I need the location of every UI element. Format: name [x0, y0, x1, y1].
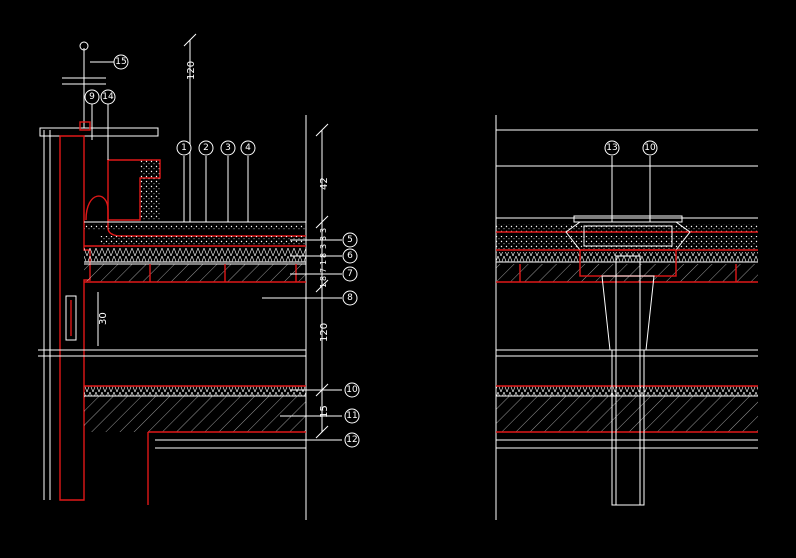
callout-bubble-7: 7	[342, 266, 358, 282]
callout-bubble-10: 10	[344, 382, 360, 398]
svg-text:2: 2	[203, 143, 209, 153]
dim-right-c-label: 15	[319, 405, 330, 418]
svg-text:8: 8	[319, 253, 328, 258]
callout-bubble-13: 13	[604, 140, 620, 156]
svg-text:15: 15	[115, 57, 126, 67]
svg-text:11: 11	[346, 411, 357, 421]
callout-bubble-1: 1	[176, 140, 192, 156]
svg-text:10: 10	[346, 385, 358, 395]
svg-text:3: 3	[319, 228, 328, 233]
left-section-detail: 120 42 120 15 30	[38, 33, 342, 520]
svg-text:3: 3	[319, 244, 328, 249]
svg-text:7: 7	[347, 269, 353, 279]
svg-text:3: 3	[319, 236, 328, 241]
callout-bubble-5: 5	[342, 232, 358, 248]
dim-right-a-label: 42	[319, 177, 330, 190]
svg-text:14: 14	[102, 92, 114, 102]
callout-bubble-11: 11	[344, 408, 360, 424]
callout-bubble-15: 15	[113, 54, 129, 70]
callout-bubble-4: 4	[240, 140, 256, 156]
callout-bubble-9: 9	[84, 89, 100, 105]
callout-bubble-8: 8	[342, 290, 358, 306]
svg-text:1: 1	[319, 260, 328, 265]
callout-bubble-3: 3	[220, 140, 236, 156]
svg-text:1: 1	[319, 283, 328, 288]
svg-text:5: 5	[347, 235, 353, 245]
small-dimensions: 3 3 3 8 1 7 8 1	[319, 228, 328, 288]
callout-bubble-2: 2	[198, 140, 214, 156]
svg-text:8: 8	[319, 276, 328, 281]
callout-bubble-6: 6	[342, 248, 358, 264]
callout-bubble-14: 14	[100, 89, 116, 105]
svg-text:13: 13	[606, 143, 617, 153]
dim-left-label: 30	[98, 312, 109, 325]
svg-text:7: 7	[319, 268, 328, 273]
svg-text:4: 4	[245, 143, 251, 153]
right-drain-detail	[495, 115, 758, 520]
callout-bubble-12: 12	[344, 432, 360, 448]
svg-text:10: 10	[644, 143, 656, 153]
svg-text:8: 8	[347, 293, 353, 303]
dim-right-b-label: 120	[319, 323, 330, 342]
svg-text:1: 1	[181, 143, 187, 153]
svg-text:3: 3	[225, 143, 231, 153]
svg-text:9: 9	[89, 92, 95, 102]
svg-text:6: 6	[347, 251, 353, 261]
svg-text:12: 12	[346, 435, 357, 445]
dim-top-label: 120	[186, 61, 197, 80]
callout-bubble-10b: 10	[642, 140, 658, 156]
